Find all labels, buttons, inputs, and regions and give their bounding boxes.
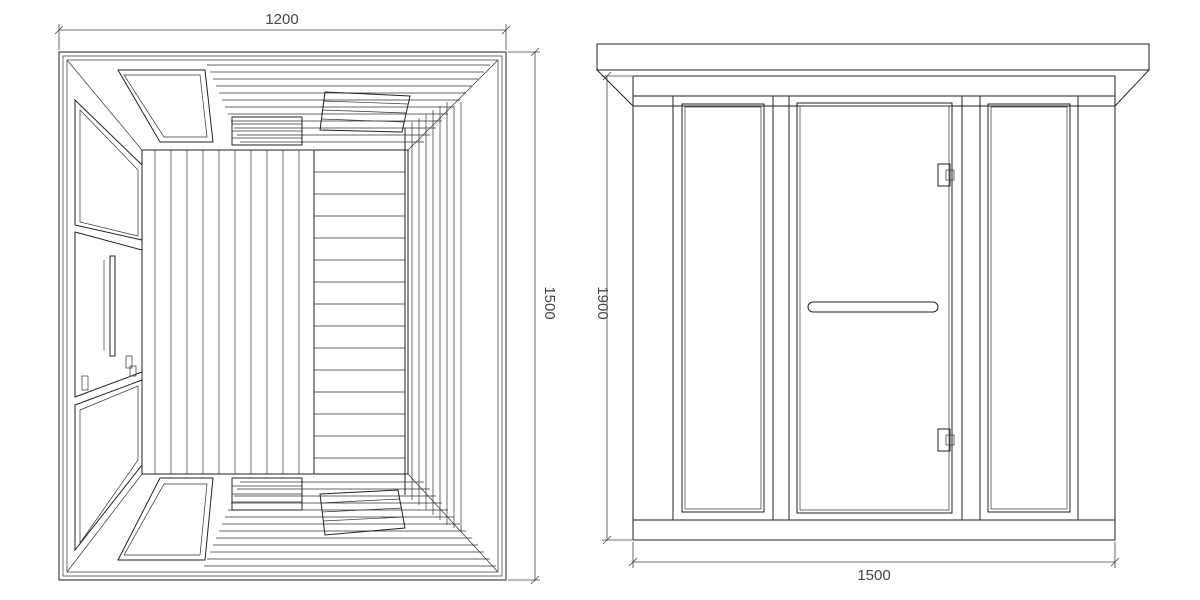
door-hinge-bottom [937, 428, 955, 452]
plan-right-side-strips [411, 102, 462, 532]
plan-inner-floor [141, 149, 409, 475]
front-roof [596, 43, 1150, 71]
plan-bottom-slats [204, 481, 496, 567]
front-glass-door [788, 95, 963, 521]
plan-width-label: 1200 [265, 11, 298, 28]
door-hinge-top [937, 163, 955, 187]
plan-width-dimension [54, 24, 511, 50]
top-view-plan: 1200 1500 [54, 11, 558, 585]
plan-depth-label: 1500 [541, 286, 558, 319]
front-height-dimension [602, 71, 632, 545]
plan-depth-dimension [508, 47, 540, 585]
plan-left-glass-panels [74, 69, 214, 561]
plan-floor-grates [231, 91, 411, 536]
front-view-elevation: 1900 1500 [594, 43, 1151, 584]
front-right-glass-panel [979, 95, 1079, 521]
plan-top-slats [207, 64, 490, 143]
front-cabin-body [632, 75, 1116, 541]
plan-outer-frame [58, 51, 507, 581]
front-width-label: 1500 [857, 567, 890, 584]
plan-bench-slats [314, 128, 406, 495]
front-width-dimension [628, 542, 1120, 568]
door-handle [807, 301, 939, 313]
front-height-label: 1900 [594, 286, 611, 319]
front-left-glass-panel [672, 95, 774, 521]
plan-back-wall-slats [154, 150, 315, 474]
front-roof-eave [595, 69, 1151, 107]
